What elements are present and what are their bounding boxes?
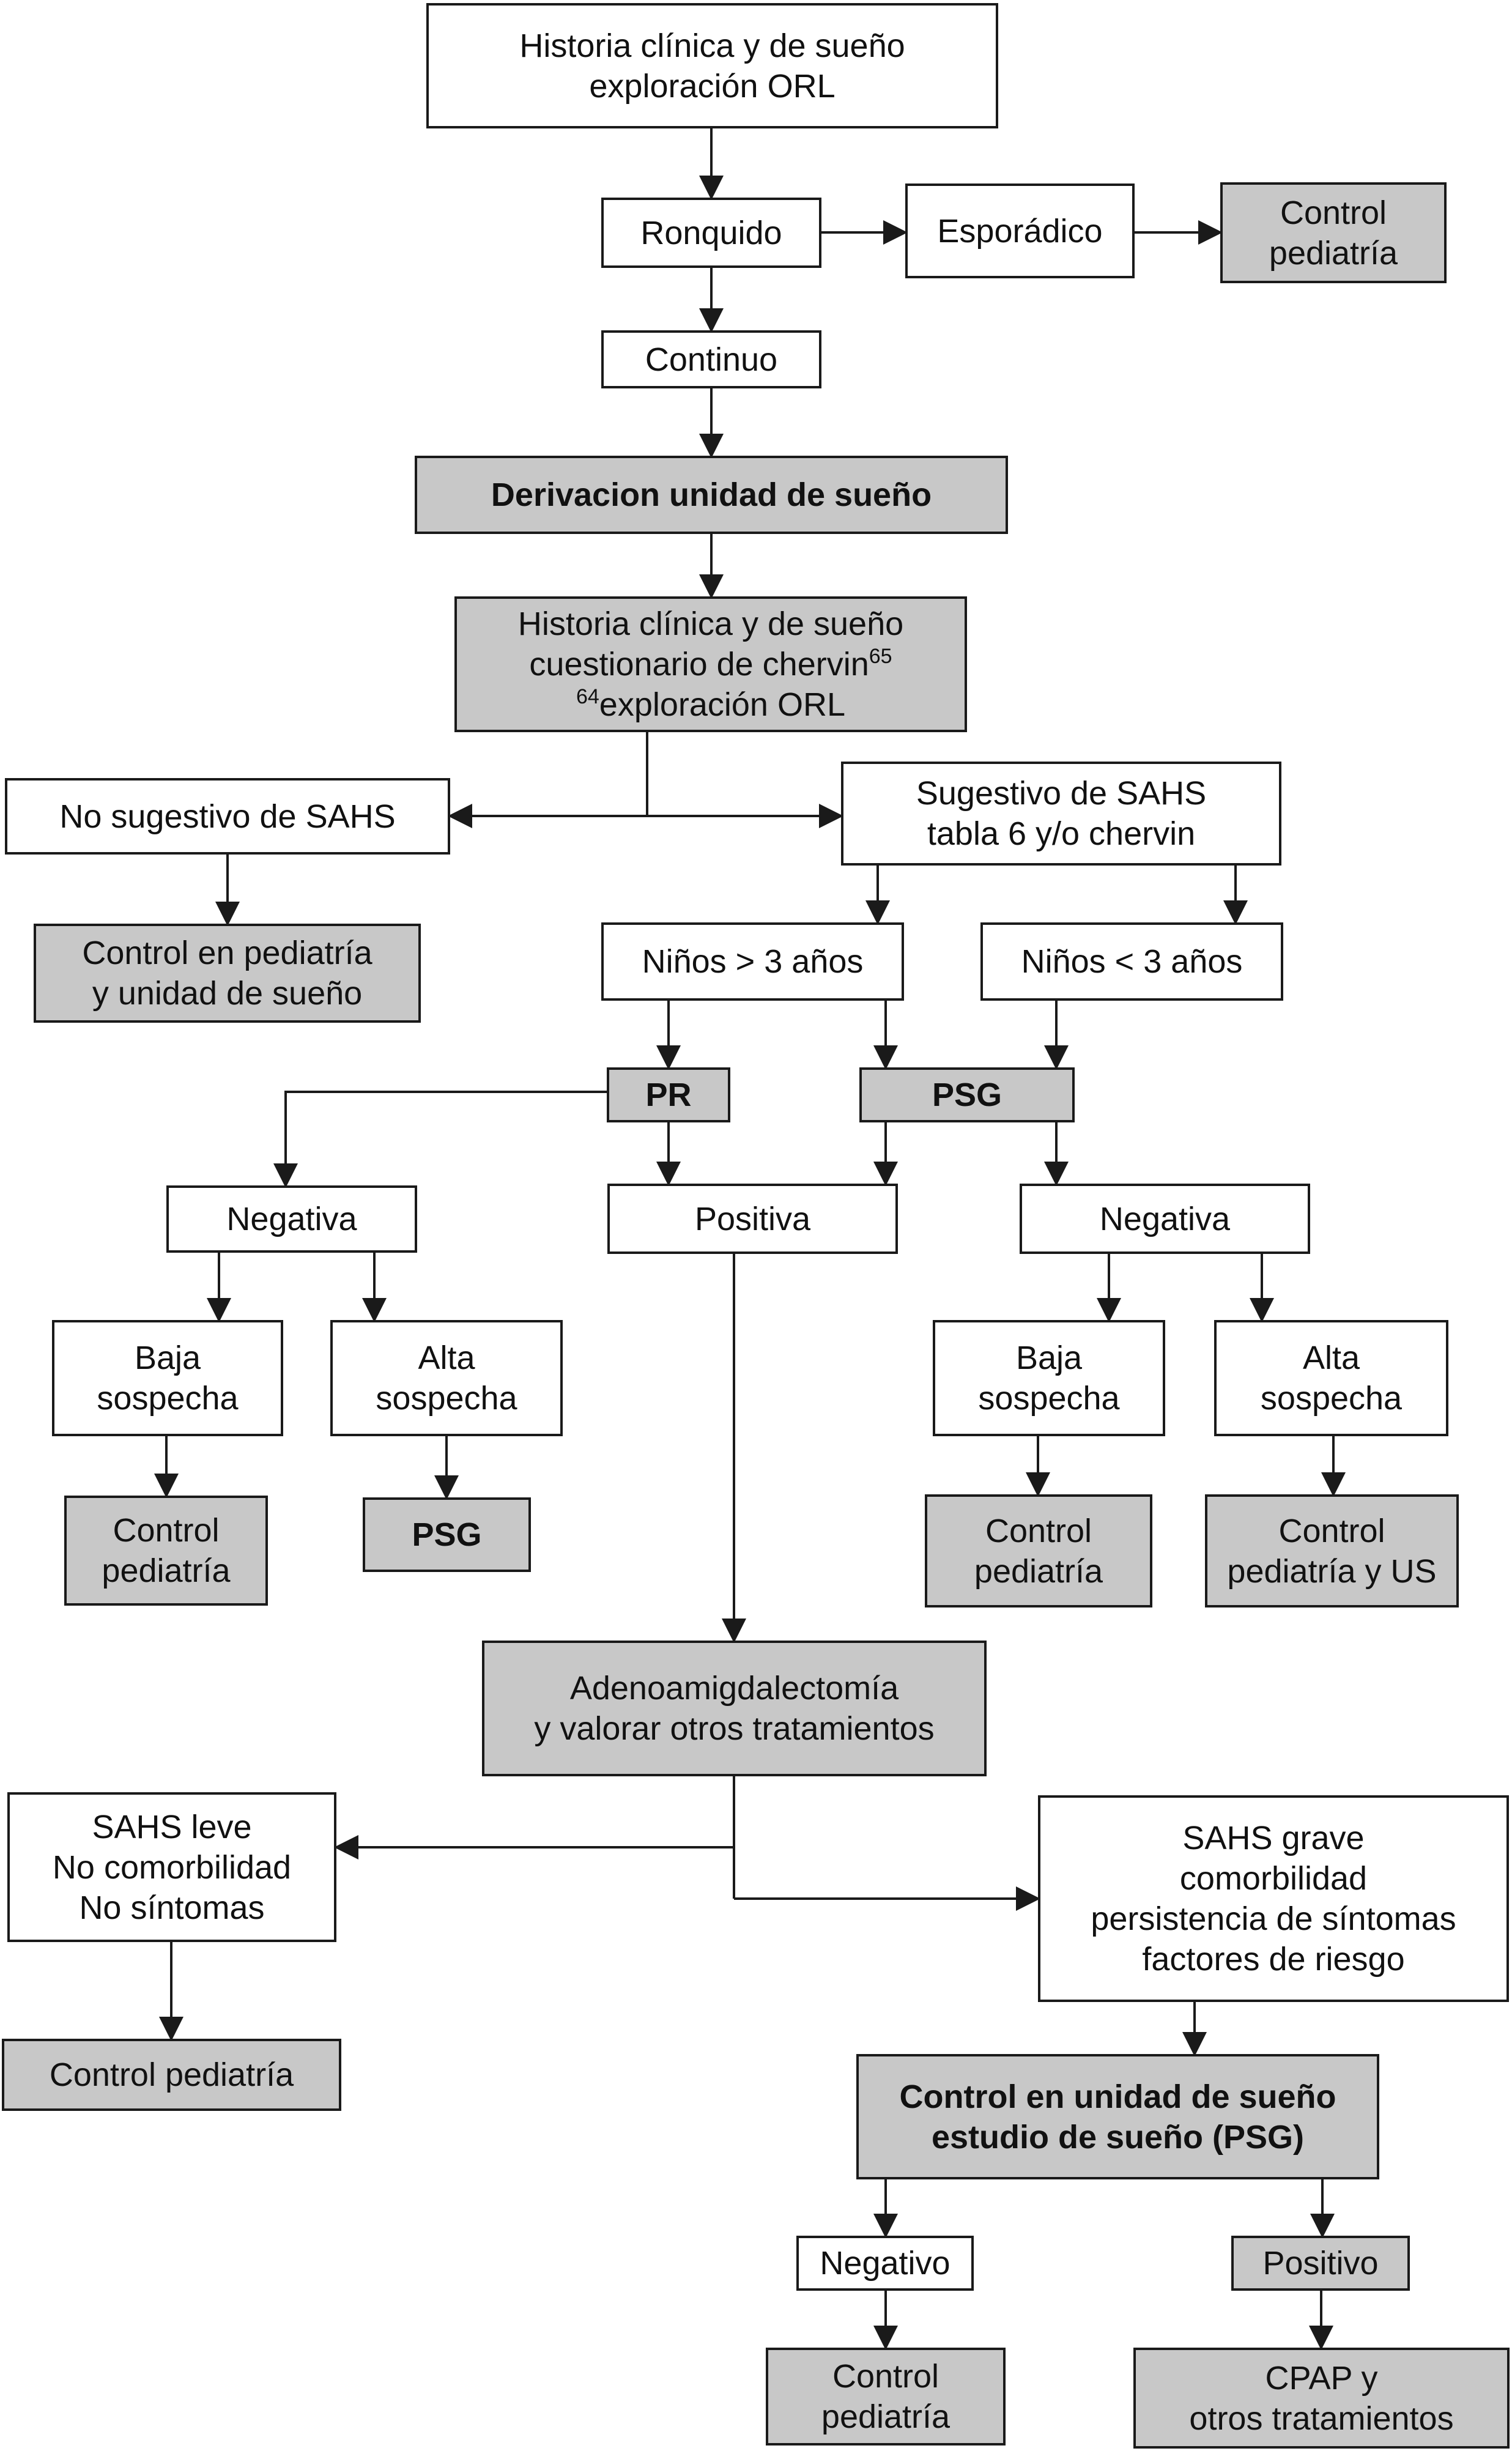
node-esporadico: Esporádico xyxy=(905,184,1135,278)
node-text: Control en unidad de sueño xyxy=(899,2078,1336,2115)
node-text: Alta xyxy=(418,1340,475,1376)
node-text: otros tratamientos xyxy=(1189,2400,1454,2437)
node-text: factores de riesgo xyxy=(1142,1941,1405,1978)
node-text: Control xyxy=(113,1512,220,1549)
node-text: Control pediatría xyxy=(49,2056,294,2093)
node-text: Derivacion unidad de sueño xyxy=(491,476,932,513)
node-cpap: CPAP y otros tratamientos xyxy=(1133,2348,1510,2449)
node-text: Historia clínica y de sueño xyxy=(517,606,904,642)
node-text: SAHS leve xyxy=(92,1808,252,1845)
node-text: Continuo xyxy=(645,341,778,378)
node-text: PSG xyxy=(412,1516,482,1553)
node-text: Historia clínica y de sueño xyxy=(519,27,905,64)
node-control-pediatria-2: Control pediatría xyxy=(925,1494,1152,1607)
node-no-sugestivo-sahs: No sugestivo de SAHS xyxy=(5,778,450,855)
node-text: Sugestivo de SAHS xyxy=(916,775,1207,812)
node-text: Control xyxy=(1280,194,1387,231)
node-text: Positivo xyxy=(1262,2245,1379,2282)
node-text: pediatría xyxy=(102,1552,231,1589)
node-sugestivo-sahs: Sugestivo de SAHS tabla 6 y/o chervin xyxy=(841,762,1281,866)
node-text: No comorbilidad xyxy=(52,1848,292,1886)
node-text: Control xyxy=(832,2358,939,2395)
node-text: SAHS grave xyxy=(1182,1820,1365,1856)
node-sahs-leve: SAHS leve No comorbilidad No síntomas xyxy=(7,1792,336,1942)
node-text: PSG xyxy=(932,1077,1002,1113)
node-text: pediatría y US xyxy=(1227,1552,1437,1590)
citation-superscript: 65 xyxy=(869,645,892,668)
node-adenoamigdalectomia: Adenoamigdalectomía y valorar otros trat… xyxy=(482,1641,987,1776)
node-text: Negativa xyxy=(226,1201,357,1237)
node-derivacion-unidad-sueno: Derivacion unidad de sueño xyxy=(415,456,1008,534)
node-control-pediatria-1: Control pediatría xyxy=(64,1496,268,1606)
node-text: sospecha xyxy=(376,1380,517,1417)
node-text: sospecha xyxy=(97,1380,239,1417)
node-text: pediatría xyxy=(1269,234,1398,272)
node-control-pediatria-3: Control pediatría xyxy=(2,2039,341,2111)
node-text: Baja xyxy=(1015,1340,1083,1376)
citation-superscript: 64 xyxy=(576,685,599,708)
node-text: Baja xyxy=(134,1340,201,1376)
node-continuo: Continuo xyxy=(601,330,821,388)
node-control-pediatria-4: Control pediatría xyxy=(766,2348,1006,2445)
node-negativa-right: Negativa xyxy=(1020,1184,1310,1254)
node-text: sospecha xyxy=(978,1380,1120,1417)
node-text: Alta xyxy=(1302,1340,1360,1376)
node-text: Control xyxy=(1278,1512,1385,1549)
node-text: PR xyxy=(645,1077,692,1113)
node-text: comorbilidad xyxy=(1179,1860,1368,1897)
node-positiva: Positiva xyxy=(607,1184,898,1254)
node-text: y valorar otros tratamientos xyxy=(534,1710,935,1747)
node-text: Negativo xyxy=(820,2245,951,2282)
node-text: Esporádico xyxy=(937,212,1103,250)
node-historia-clinica-unidad: Historia clínica y de sueño cuestionario… xyxy=(454,596,967,732)
node-baja-sospecha-right: Baja sospecha xyxy=(933,1320,1165,1436)
node-pr: PR xyxy=(607,1067,730,1122)
node-psg: PSG xyxy=(859,1067,1075,1122)
arrow-pr-to-negativa xyxy=(273,1091,607,1188)
node-ninos-menor-3: Niños < 3 años xyxy=(980,922,1283,1001)
node-text: pediatría xyxy=(974,1552,1103,1590)
node-text: Adenoamigdalectomía xyxy=(569,1670,899,1707)
node-text: cuestionario de chervin65 xyxy=(529,644,892,684)
node-text: sospecha xyxy=(1260,1380,1403,1417)
node-alta-sospecha-right: Alta sospecha xyxy=(1214,1320,1448,1436)
node-text: exploración ORL xyxy=(599,686,846,723)
node-text: cuestionario de chervin xyxy=(529,646,869,683)
node-control-pediatria-unidad: Control en pediatría y unidad de sueño xyxy=(34,924,421,1023)
node-baja-sospecha-left: Baja sospecha xyxy=(52,1320,283,1436)
node-historia-clinica-inicial: Historia clínica y de sueño exploración … xyxy=(426,3,998,128)
node-text: Niños < 3 años xyxy=(1021,943,1243,980)
node-control-pediatria-top: Control pediatría xyxy=(1220,182,1447,283)
node-text: Control en pediatría xyxy=(82,935,372,971)
node-text: Positiva xyxy=(694,1200,811,1237)
node-sahs-grave: SAHS grave comorbilidad persistencia de … xyxy=(1038,1795,1509,2002)
node-text: CPAP y xyxy=(1265,2359,1378,2397)
node-negativa-left: Negativa xyxy=(166,1185,417,1253)
node-text: No sugestivo de SAHS xyxy=(59,798,396,835)
node-text: tabla 6 y/o chervin xyxy=(927,815,1196,852)
node-text: Negativa xyxy=(1099,1200,1231,1237)
node-alta-sospecha-left: Alta sospecha xyxy=(330,1320,563,1436)
node-text: Ronquido xyxy=(640,214,782,251)
node-psg-2: PSG xyxy=(363,1497,531,1572)
node-text: 64exploración ORL xyxy=(576,684,845,725)
node-text: exploración ORL xyxy=(589,67,836,105)
node-control-pediatria-us: Control pediatría y US xyxy=(1205,1494,1459,1607)
node-negativo: Negativo xyxy=(796,2236,974,2291)
node-ninos-mayor-3: Niños > 3 años xyxy=(601,922,904,1001)
node-control-unidad-sueno: Control en unidad de sueño estudio de su… xyxy=(856,2054,1379,2179)
node-text: Control xyxy=(985,1512,1092,1549)
node-text: estudio de sueño (PSG) xyxy=(931,2118,1305,2156)
node-ronquido: Ronquido xyxy=(601,198,821,268)
node-text: No síntomas xyxy=(79,1889,265,1926)
node-text: pediatría xyxy=(821,2398,951,2435)
node-positivo: Positivo xyxy=(1231,2236,1410,2291)
node-text: y unidad de sueño xyxy=(92,975,363,1012)
node-text: persistencia de síntomas xyxy=(1091,1900,1456,1937)
node-text: Niños > 3 años xyxy=(642,943,864,980)
